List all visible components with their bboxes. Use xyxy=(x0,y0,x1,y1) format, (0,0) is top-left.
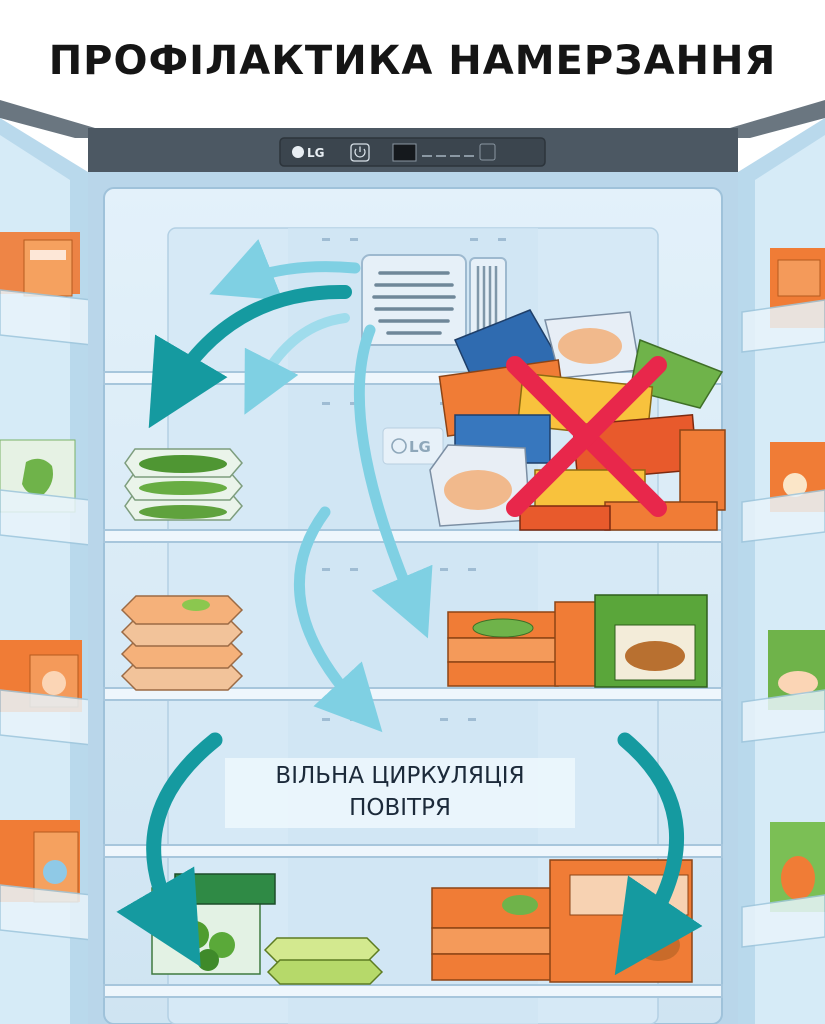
door-shelf-right-1 xyxy=(741,248,825,353)
door-shelf-left-1 xyxy=(0,232,93,346)
frozen-vegetable-bags xyxy=(124,448,243,521)
frozen-meal-boxes xyxy=(447,594,708,688)
right-door xyxy=(738,118,825,1024)
door-shelf-left-3 xyxy=(0,640,93,746)
airflow-arrow-icon xyxy=(116,239,703,976)
stacked-meat-packs xyxy=(120,595,244,691)
interior-brand-badge: LG xyxy=(382,427,444,465)
circulation-label: ВІЛЬНА ЦИРКУЛЯЦІЯ ПОВІТРЯ xyxy=(225,758,575,828)
circulation-label-line-2: ПОВІТРЯ xyxy=(349,795,451,821)
brand-logo-icon xyxy=(292,146,304,158)
panel-brand-text: LG xyxy=(307,146,325,160)
door-shelf-left-4 xyxy=(0,820,93,941)
door-shelf-right-2 xyxy=(741,442,825,543)
fan-vent-icon xyxy=(361,254,507,346)
cross-mark-icon xyxy=(506,356,667,517)
control-panel: LG xyxy=(292,143,496,162)
door-shelf-right-4 xyxy=(741,822,825,948)
circulation-label-line-1: ВІЛЬНА ЦИРКУЛЯЦІЯ xyxy=(275,763,525,789)
door-shelf-right-3 xyxy=(741,630,825,743)
page-title: ПРОФІЛАКТИКА НАМЕРЗАННЯ xyxy=(48,38,777,84)
left-door xyxy=(0,118,93,1024)
power-icon[interactable] xyxy=(350,143,370,162)
display-screen xyxy=(392,143,417,162)
interior-brand-text: LG xyxy=(409,438,431,456)
